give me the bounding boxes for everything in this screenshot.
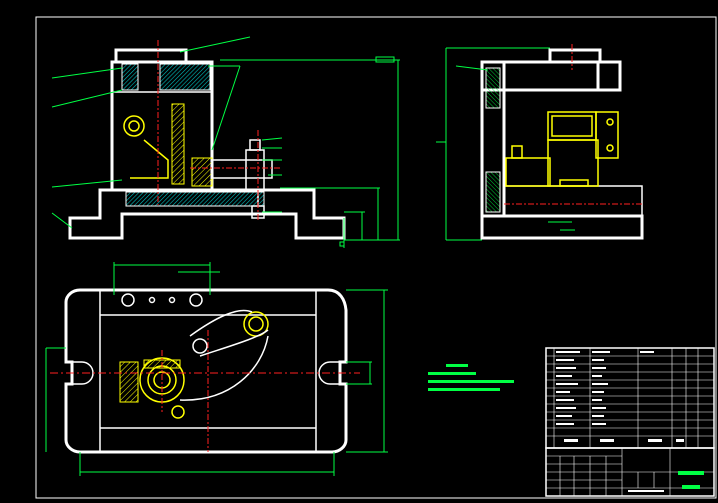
top-view: [45, 262, 388, 476]
drawing-frame: [35, 16, 717, 499]
side-section-view: [436, 44, 644, 241]
technical-requirements: [428, 364, 514, 391]
front-section-view: [51, 36, 400, 248]
title-block: [545, 447, 715, 497]
parts-list: [545, 347, 715, 449]
